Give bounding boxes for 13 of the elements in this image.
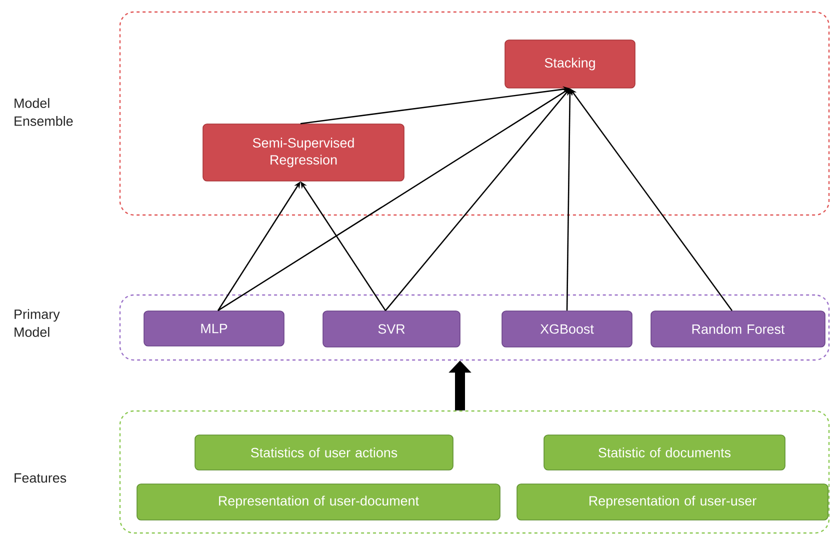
model-box: Stacking <box>504 40 636 88</box>
model-box: Semi-Supervised Regression <box>202 124 404 182</box>
model-box: MLP <box>144 310 284 346</box>
group-label: Model Ensemble <box>14 98 73 126</box>
model-box: Random Forest <box>650 310 826 348</box>
model-box: Representation of user-user <box>516 484 828 520</box>
model-box: Statistic of documents <box>544 434 786 470</box>
group-label: Primary Model <box>14 309 60 337</box>
model-box: Representation of user-document <box>136 484 500 520</box>
model-box: SVR <box>322 310 460 348</box>
model-box: Statistics of user actions <box>194 434 454 470</box>
model-box: XGBoost <box>502 310 632 348</box>
group-label: Features <box>14 473 66 483</box>
